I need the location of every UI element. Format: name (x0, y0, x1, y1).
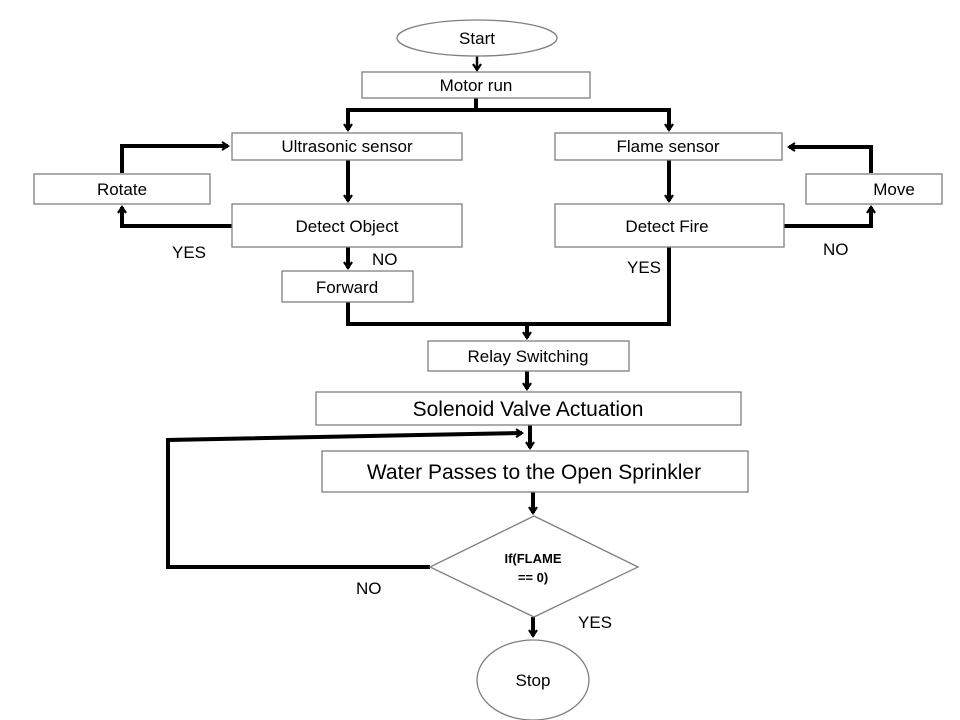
rotate-node: Rotate (33, 173, 211, 205)
start-node: Start (396, 19, 558, 57)
stop-node: Stop (476, 639, 590, 720)
forward-node: Forward (281, 270, 414, 303)
detect-object-node: Detect Object (231, 203, 463, 248)
edge-motor-to-ultrasonic (343, 97, 478, 132)
edge-move-to-flame (787, 142, 873, 173)
label-object-no: NO (372, 250, 398, 269)
detect-fire-node: Detect Fire (554, 203, 785, 248)
move-label: Move (873, 180, 915, 199)
solenoid-valve-node: Solenoid Valve Actuation (315, 391, 742, 426)
ultrasonic-sensor-node: Ultrasonic sensor (231, 132, 463, 161)
edge-detect-fire-to-move (784, 205, 876, 228)
solenoid-valve-label: Solenoid Valve Actuation (413, 398, 644, 421)
label-decision-no: NO (356, 579, 382, 598)
label-object-yes: YES (172, 243, 206, 262)
start-label: Start (459, 29, 495, 48)
stop-label: Stop (516, 671, 551, 690)
edge-rotate-to-ultrasonic (120, 141, 230, 173)
move-node: Move (805, 173, 943, 205)
decision-label-line1: If(FLAME (504, 551, 561, 566)
detect-object-label: Detect Object (296, 217, 399, 236)
flame-decision-node: If(FLAME == 0) (428, 515, 640, 618)
water-passes-node: Water Passes to the Open Sprinkler (321, 450, 749, 493)
edges (117, 55, 876, 638)
label-decision-yes: YES (578, 613, 612, 632)
edge-decision-no-loop (166, 428, 524, 569)
edge-detect-fire-to-relay (522, 247, 671, 340)
edge-labels: YES NO YES NO NO YES (172, 240, 849, 632)
forward-label: Forward (316, 278, 378, 297)
water-passes-label: Water Passes to the Open Sprinkler (367, 461, 701, 484)
edge-motor-to-flame (476, 108, 674, 132)
detect-fire-label: Detect Fire (625, 217, 708, 236)
flame-sensor-node: Flame sensor (554, 132, 783, 161)
motor-run-label: Motor run (440, 76, 513, 95)
relay-switching-node: Relay Switching (427, 340, 630, 372)
label-fire-yes: YES (627, 258, 661, 277)
label-fire-no: NO (823, 240, 849, 259)
relay-switching-label: Relay Switching (468, 347, 589, 366)
rotate-label: Rotate (97, 180, 147, 199)
ultrasonic-sensor-label: Ultrasonic sensor (281, 137, 413, 156)
motor-run-node: Motor run (361, 71, 591, 99)
edge-detect-object-to-rotate (117, 205, 233, 228)
edge-forward-to-relay (346, 302, 527, 326)
decision-label-line2: == 0) (518, 570, 548, 585)
flame-sensor-label: Flame sensor (617, 137, 720, 156)
